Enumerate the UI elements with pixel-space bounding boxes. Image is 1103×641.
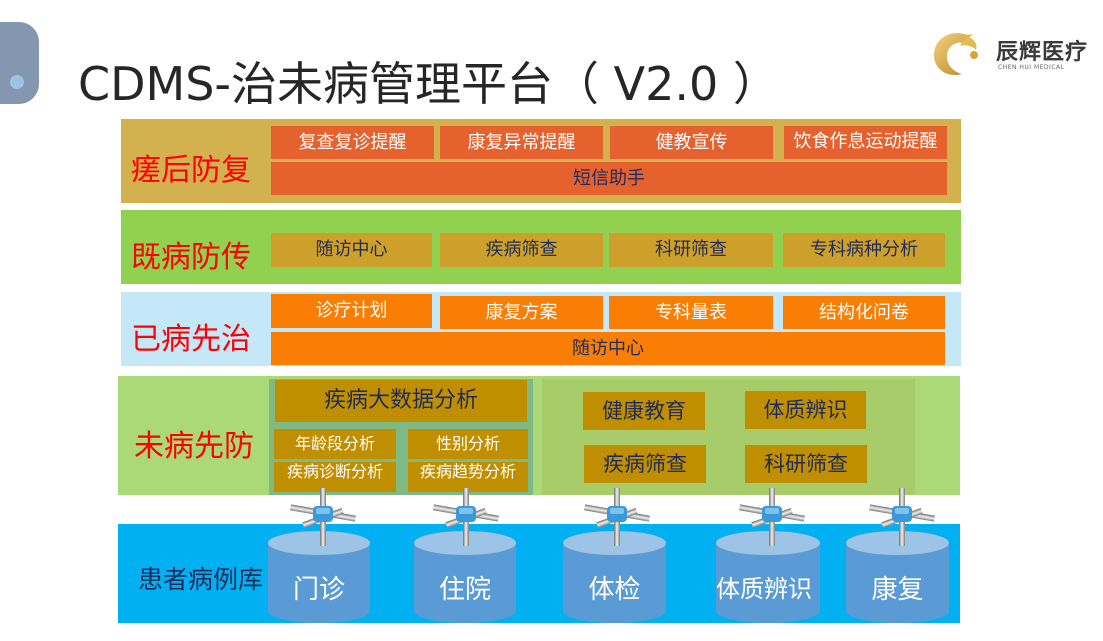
item-research-screening[interactable]: 科研筛查 <box>745 445 867 483</box>
chenhui-logo-icon <box>934 33 978 76</box>
layer-label: 未病先防 <box>134 429 254 464</box>
database-cylinder-rehab[interactable]: 康复 <box>846 531 949 623</box>
cylinder-label: 住院 <box>438 575 491 605</box>
connector-joint-icon <box>432 488 500 546</box>
connector-joint-icon <box>289 488 357 546</box>
item-disease-big-data[interactable]: 疾病大数据分析 <box>275 380 527 422</box>
database-cylinder-constitution[interactable]: 体质辨识 <box>716 531 820 623</box>
database-cylinder-inpatient[interactable]: 住院 <box>414 531 516 623</box>
item-treatment-plan[interactable]: 诊疗计划 <box>271 294 432 328</box>
slide-accent-dot <box>10 75 24 89</box>
big-data-group: 疾病大数据分析 年龄段分析 性别分析 疾病诊断分析 疾病趋势分析 <box>269 379 533 495</box>
item-gender-analysis[interactable]: 性别分析 <box>408 429 528 459</box>
item-sms-assistant[interactable]: 短信助手 <box>271 162 947 195</box>
cylinder-label: 门诊 <box>292 575 345 605</box>
item-health-education[interactable]: 健康教育 <box>583 392 705 430</box>
connector-joint-icon <box>583 488 651 546</box>
item-rehab-alert[interactable]: 康复异常提醒 <box>440 126 603 159</box>
item-followup-center-wide[interactable]: 随访中心 <box>271 332 945 365</box>
item-specialty-scale[interactable]: 专科量表 <box>609 296 773 329</box>
layer-label: 患者病例库 <box>138 565 264 594</box>
cylinder-label: 体质辨识 <box>716 575 812 603</box>
item-rehab-plan[interactable]: 康复方案 <box>440 296 603 329</box>
layer-prevent: 未病先防 疾病大数据分析 年龄段分析 性别分析 疾病诊断分析 疾病趋势分析 健康… <box>118 376 960 495</box>
item-research-screening[interactable]: 科研筛查 <box>609 233 773 267</box>
layer-label: 瘥后防复 <box>131 153 251 188</box>
database-cylinder-outpatient[interactable]: 门诊 <box>268 531 370 623</box>
layer-existing-disease: 既病防传 随访中心 疾病筛查 科研筛查 专科病种分析 <box>121 210 961 284</box>
logo-name-en: CHEN HUI MEDICAL <box>998 64 1065 71</box>
item-age-analysis[interactable]: 年龄段分析 <box>274 429 396 459</box>
layer-label: 既病防传 <box>131 240 251 275</box>
item-diagnosis-analysis[interactable]: 疾病诊断分析 <box>274 462 396 492</box>
item-disease-screening[interactable]: 疾病筛查 <box>440 233 603 267</box>
layer-post-recovery: 瘥后防复 复查复诊提醒 康复异常提醒 健教宣传 短信助手 饮食作息运动提醒 <box>121 119 961 203</box>
connector-joint-icon <box>868 488 936 546</box>
logo-name-cn: 辰辉医疗 <box>996 39 1089 65</box>
item-disease-screening[interactable]: 疾病筛查 <box>584 445 706 483</box>
services-group: 健康教育 体质辨识 疾病筛查 科研筛查 <box>542 379 915 495</box>
connector-joint-icon <box>738 488 806 546</box>
item-structured-questionnaire[interactable]: 结构化问卷 <box>783 296 945 329</box>
item-followup-center[interactable]: 随访中心 <box>271 233 432 267</box>
layer-patient-database: 患者病例库 <box>118 524 960 623</box>
page-title: CDMS-治未病管理平台（ V2.0 ） <box>78 57 779 111</box>
layer-treat-early: 已病先治 诊疗计划 康复方案 专科量表 结构化问卷 随访中心 <box>121 292 961 366</box>
item-health-education[interactable]: 健教宣传 <box>610 126 773 159</box>
cylinder-label: 康复 <box>871 575 924 605</box>
item-trend-analysis[interactable]: 疾病趋势分析 <box>408 462 528 492</box>
slide-accent-pill <box>0 22 39 104</box>
item-specialty-analysis[interactable]: 专科病种分析 <box>783 233 945 267</box>
item-followup-reminder[interactable]: 复查复诊提醒 <box>271 126 434 159</box>
item-lifestyle-reminder[interactable]: 饮食作息运动提醒 <box>784 126 947 159</box>
item-constitution-identification[interactable]: 体质辨识 <box>745 391 866 429</box>
layer-label: 已病先治 <box>131 322 251 357</box>
cylinder-label: 体检 <box>588 575 641 605</box>
